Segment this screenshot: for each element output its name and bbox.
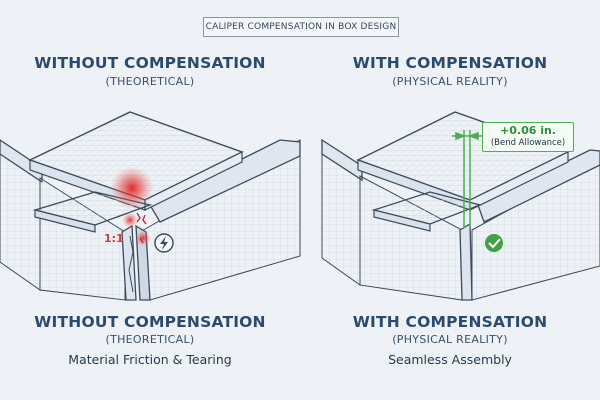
- left-box-rim-right: [149, 139, 301, 223]
- right-box-corner-post: [459, 222, 473, 301]
- left-heading: WITHOUT COMPENSATION: [34, 54, 266, 72]
- left-subheading: (THEORETICAL): [105, 75, 195, 88]
- left-box-flap-edge: [34, 209, 96, 233]
- right-caption: Seamless Assembly: [388, 352, 512, 367]
- bend-allowance-marker: [452, 130, 482, 228]
- left-subheading-bottom: (THEORETICAL): [105, 333, 195, 346]
- friction-glow-low: [135, 230, 151, 246]
- check-circle-icon: [485, 234, 503, 252]
- friction-glow-top: [110, 166, 154, 210]
- right-box-flap-edge: [373, 209, 431, 232]
- right-box-illustration: [321, 111, 600, 301]
- friction-glow-mid: [122, 212, 138, 228]
- right-subheading-bottom: (PHYSICAL REALITY): [392, 333, 508, 346]
- bend-allowance-callout: +0.06 in. (Bend Allowance): [482, 122, 574, 152]
- left-caption: Material Friction & Tearing: [68, 352, 232, 367]
- left-box-illustration: [0, 111, 301, 301]
- right-subheading: (PHYSICAL REALITY): [392, 75, 508, 88]
- right-heading: WITH COMPENSATION: [352, 54, 548, 72]
- left-box-tear-line: [128, 235, 134, 293]
- right-box-rim-right: [477, 149, 600, 223]
- left-box-corner-post: [121, 224, 137, 301]
- diagram-title: CALIPER COMPENSATION IN BOX DESIGN: [203, 17, 399, 37]
- right-heading-bottom: WITH COMPENSATION: [352, 313, 548, 331]
- left-heading-bottom: WITHOUT COMPENSATION: [34, 313, 266, 331]
- ratio-label: 1:1: [104, 232, 124, 245]
- warning-lightning-icon: [154, 233, 174, 253]
- tear-marks: [136, 212, 147, 244]
- callout-value: +0.06 in.: [500, 124, 556, 137]
- callout-label: (Bend Allowance): [490, 138, 566, 148]
